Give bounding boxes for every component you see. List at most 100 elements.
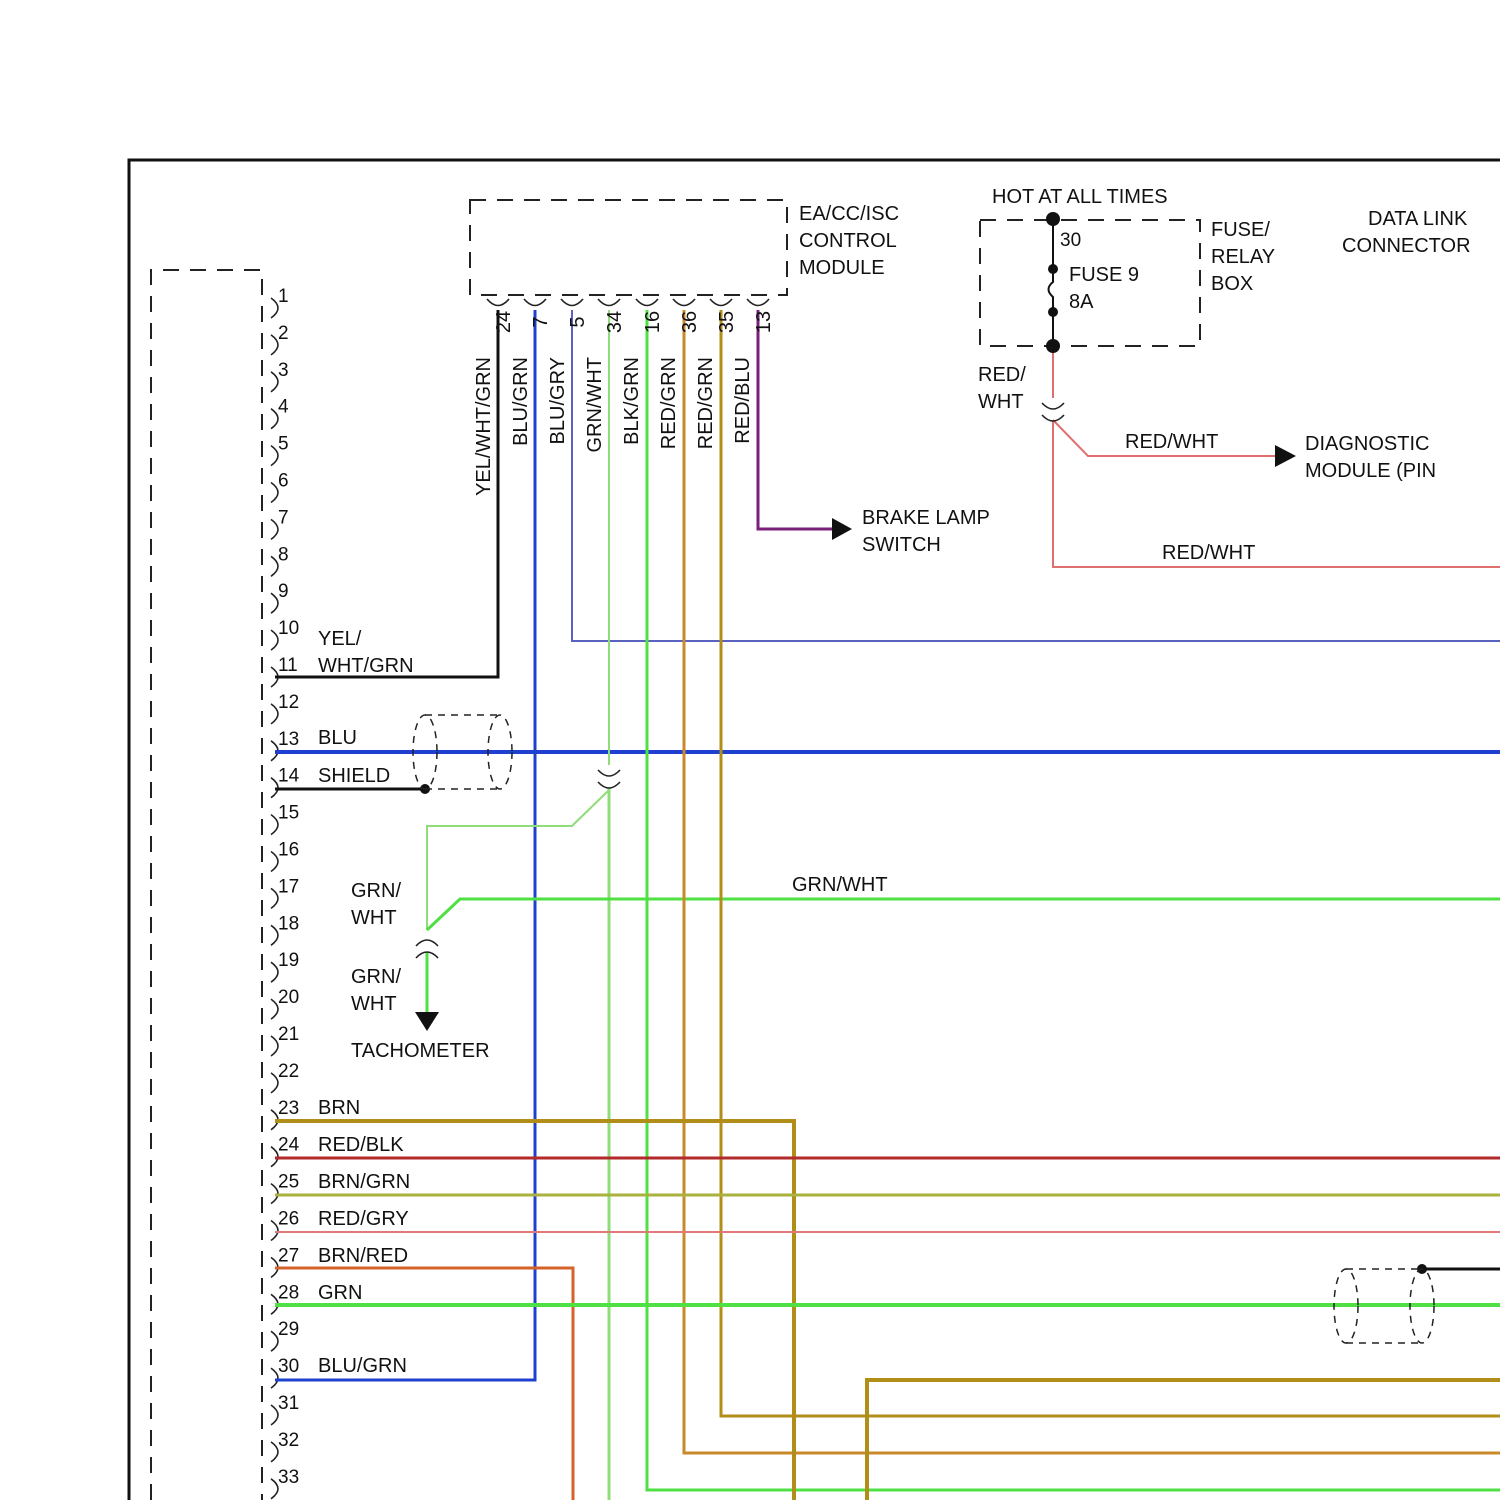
left-wire-label: GRN <box>318 1282 362 1304</box>
left-pin-socket <box>271 1331 278 1351</box>
fuse-9-symbol <box>1046 212 1060 353</box>
left-pin-number: 21 <box>278 1024 299 1045</box>
left-pin-socket <box>271 1442 278 1462</box>
left-pin-number: 10 <box>278 618 299 639</box>
left-pin-number: 4 <box>278 397 289 418</box>
left-pin-socket <box>271 852 278 872</box>
inline-connector-grn-wht <box>598 770 620 788</box>
left-pin-socket <box>271 519 278 539</box>
left-pin-number: 7 <box>278 507 289 528</box>
control-module-label: EA/CC/ISC <box>799 203 899 225</box>
left-wire-label: YEL/ <box>318 628 362 650</box>
left-pin-socket <box>271 1368 278 1388</box>
left-pin-socket <box>271 925 278 945</box>
left-pin-number: 11 <box>278 655 298 676</box>
left-pin-number: 1 <box>278 286 289 307</box>
wire-grn-wht-branch <box>427 790 609 930</box>
control-module-label: MODULE <box>799 257 885 279</box>
diagnostic-arrow <box>1275 445 1296 467</box>
left-pin-number: 19 <box>278 950 299 971</box>
fuse-rating-label: 8A <box>1069 291 1094 313</box>
module-wire-label: RED/BLU <box>732 357 754 444</box>
left-pin-number: 24 <box>278 1135 300 1156</box>
left-pin-number: 18 <box>278 913 299 934</box>
module-pin-number: 35 <box>716 311 738 333</box>
module-pin-number: 34 <box>604 311 626 333</box>
left-pin-socket <box>271 1036 278 1056</box>
module-wire-label: RED/GRN <box>695 357 717 449</box>
left-pin-number: 27 <box>278 1245 299 1266</box>
module-wire-label: BLK/GRN <box>621 357 643 445</box>
left-wire-label: RED/GRY <box>318 1208 409 1230</box>
module-wire-label: GRN/WHT <box>584 357 606 453</box>
brake-lamp-switch-label: BRAKE LAMP <box>862 507 990 529</box>
fuse-relay-box-label: RELAY <box>1211 246 1275 268</box>
left-wire-label: RED/BLK <box>318 1134 404 1156</box>
diagnostic-wire-label: RED/WHT <box>1125 431 1218 453</box>
tachometer-label: TACHOMETER <box>351 1040 490 1062</box>
diagnostic-module-label: DIAGNOSTIC <box>1305 433 1429 455</box>
left-wire-label: BRN/RED <box>318 1245 408 1267</box>
data-link-connector-label: DATA LINK <box>1368 208 1468 230</box>
left-connector-outline <box>151 270 262 1500</box>
module-wire-label: YEL/WHT/GRN <box>473 357 495 496</box>
brake-lamp-arrow <box>832 518 852 540</box>
left-pin-number: 33 <box>278 1467 299 1488</box>
grn-wht-run-label: GRN/WHT <box>792 874 888 896</box>
left-pin-socket <box>271 1405 278 1425</box>
wire-brn-right <box>867 1380 1500 1500</box>
fuse-output-wire-label: WHT <box>978 391 1024 413</box>
left-pin-socket <box>271 1479 278 1499</box>
wire-red-blu <box>758 310 832 529</box>
left-pin-number: 22 <box>278 1061 299 1082</box>
left-pin-number: 30 <box>278 1356 299 1377</box>
module-wire-label: BLU/GRY <box>547 357 569 444</box>
left-pin-socket <box>271 888 278 908</box>
left-pin-socket <box>271 556 278 576</box>
left-pin-number: 20 <box>278 987 299 1008</box>
left-pin-number: 12 <box>278 692 299 713</box>
left-pin-socket <box>271 593 278 613</box>
wire-yel-wht-grn <box>275 310 498 677</box>
left-wire-label: BLU <box>318 727 357 749</box>
left-pin-number: 28 <box>278 1282 299 1303</box>
control-module-pin-sockets <box>487 299 769 306</box>
red-wht-lower-label: RED/WHT <box>1162 542 1255 564</box>
left-pin-number: 2 <box>278 323 289 344</box>
left-pin-number: 5 <box>278 434 289 455</box>
left-pin-socket <box>271 999 278 1019</box>
left-pin-number: 32 <box>278 1430 299 1451</box>
inline-connector-red-wht <box>1042 403 1064 421</box>
control-module-label: CONTROL <box>799 230 897 252</box>
left-pin-socket <box>271 1221 278 1241</box>
fuse-relay-box-label: BOX <box>1211 273 1253 295</box>
brake-lamp-switch-label: SWITCH <box>862 534 941 556</box>
left-pin-number: 17 <box>278 876 299 897</box>
left-pin-socket <box>271 372 278 392</box>
fuse-terminal-number: 30 <box>1060 230 1081 251</box>
fuse-name-label: FUSE 9 <box>1069 264 1139 286</box>
left-pin-number: 23 <box>278 1098 299 1119</box>
module-pin-number: 5 <box>567 316 589 327</box>
module-pin-number: 36 <box>679 311 701 333</box>
left-wire-label: WHT/GRN <box>318 655 414 677</box>
left-pin-number: 15 <box>278 803 299 824</box>
left-pin-number: 14 <box>278 766 300 787</box>
left-wire-label: SHIELD <box>318 765 390 787</box>
left-pin-socket <box>271 1073 278 1093</box>
wire-grn-wht-run <box>427 899 1500 930</box>
left-pin-socket <box>271 446 278 466</box>
left-pin-socket <box>271 962 278 982</box>
tach-wire-label: WHT <box>351 993 397 1015</box>
left-wire-label: BRN/GRN <box>318 1171 410 1193</box>
left-pin-socket <box>271 483 278 503</box>
left-wire-label: BRN <box>318 1097 360 1119</box>
module-pin-number: 24 <box>493 311 515 333</box>
left-pin-number: 16 <box>278 840 299 861</box>
hot-at-all-times-label: HOT AT ALL TIMES <box>992 186 1168 208</box>
left-pin-socket <box>271 335 278 355</box>
diagnostic-module-label: MODULE (PIN <box>1305 460 1436 482</box>
left-pin-number: 8 <box>278 544 289 565</box>
left-pin-number: 25 <box>278 1172 299 1193</box>
